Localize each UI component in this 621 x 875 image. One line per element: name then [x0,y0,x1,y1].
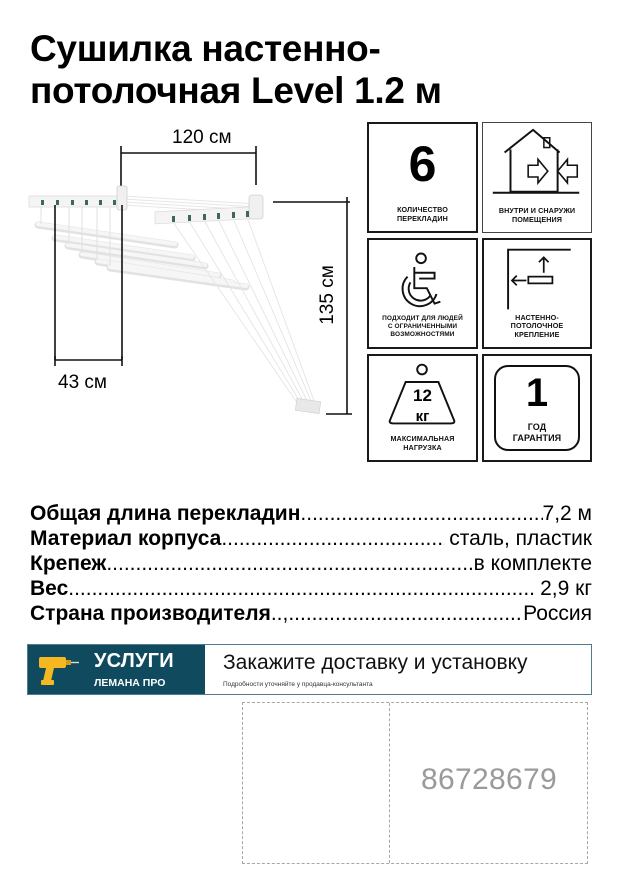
depth-dimension-label: 43 см [58,372,107,393]
spec-row-country: Страна производителя .., Россия [30,601,592,626]
feature-indoor-outdoor: ВНУТРИ И СНАРУЖИ ПОМЕЩЕНИЯ [482,122,592,233]
spec-value: в комплекте [473,552,592,575]
spec-label: Материал корпуса [30,527,222,550]
feature-caption: ВНУТРИ И СНАРУЖИ ПОМЕЩЕНИЯ [498,206,576,224]
service-brand-title: УСЛУГИ [94,650,174,672]
spec-label-suffix: .., [270,602,289,625]
price-tag-area: 86728679 [242,702,588,864]
article-code: 86728679 [421,763,557,796]
max-load-unit: кг [415,408,430,425]
product-title-line-2: потолочная Level 1.2 м [30,70,442,111]
feature-grid: 6 КОЛИЧЕСТВО ПЕРЕКЛАДИН ВНУТРИ И СНАРУЖИ… [367,122,621,464]
price-tag-divider [389,703,390,863]
wall-ceiling-mount-icon [507,248,571,310]
service-banner[interactable]: УСЛУГИ ЛЕМАНА ПРО Закажите доставку и ус… [27,644,592,695]
warranty-years-value: 1 [525,371,549,415]
spec-row-fasteners: Крепеж в комплекте [30,551,592,576]
service-text-block: Закажите доставку и установку Подробност… [205,645,591,694]
leader-dots [68,576,534,601]
house-arrows-icon [492,128,580,194]
feature-accessible: ПОДХОДИТ ДЛЯ ЛЮДЕЙ С ОГРАНИЧЕННЫМИ ВОЗМО… [367,238,478,349]
service-headline: Закажите доставку и установку [223,651,528,674]
spec-label: Крепеж [30,552,107,575]
drying-rack-illustration [28,146,352,415]
product-title: Сушилка настенно- потолочная Level 1.2 м [30,28,590,112]
height-dimension-label: 135 см [316,265,338,325]
service-note: Подробности уточняйте у продавца-консуль… [223,681,373,688]
leader-dots [221,526,445,551]
spec-row-weight: Вес 2,9 кг [30,576,592,601]
feature-caption: НАСТЕННО- ПОТОЛОЧНОЕ КРЕПЛЕНИЕ [510,312,564,339]
service-brand-subtitle: ЛЕМАНА ПРО [94,677,166,689]
feature-bars-count: 6 КОЛИЧЕСТВО ПЕРЕКЛАДИН [367,122,478,233]
spec-value: Россия [523,602,592,625]
feature-warranty: 1 ГОД ГАРАНТИЯ [482,354,592,462]
product-figure: 120 см 43 см 135 см [0,120,365,440]
max-load-value: 12 [413,386,432,405]
feature-mounting: НАСТЕННО- ПОТОЛОЧНОЕ КРЕПЛЕНИЕ [482,238,592,349]
width-dimension-label: 120 см [172,127,232,148]
spec-label: Общая длина перекладин [30,502,301,525]
service-brand-block: УСЛУГИ ЛЕМАНА ПРО [28,645,205,694]
feature-caption: ГОД ГАРАНТИЯ [512,422,562,443]
spec-value: 7,2 м [542,502,592,525]
weight-icon [388,363,456,425]
specs-list: Общая длина перекладин 7,2 м Материал ко… [30,501,592,626]
leader-dots [106,551,473,576]
drill-icon [39,657,79,685]
warranty-badge-frame [494,365,580,451]
feature-max-load: 12 кг МАКСИМАЛЬНАЯ НАГРУЗКА [367,354,478,462]
wheelchair-icon [401,252,441,308]
product-title-line-1: Сушилка настенно- [30,28,381,69]
leader-dots [300,501,542,526]
feature-caption: МАКСИМАЛЬНАЯ НАГРУЗКА [390,434,455,452]
spec-value: сталь, пластик [449,527,592,550]
leader-dots [288,601,523,626]
spec-label: Страна производителя [30,602,271,625]
spec-value: 2,9 кг [540,577,592,600]
feature-caption: ПОДХОДИТ ДЛЯ ЛЮДЕЙ С ОГРАНИЧЕННЫМИ ВОЗМО… [382,315,463,338]
spec-row-bar-length: Общая длина перекладин 7,2 м [30,501,592,526]
spec-label: Вес [30,577,69,600]
feature-caption: КОЛИЧЕСТВО ПЕРЕКЛАДИН [397,205,448,223]
spec-row-body-material: Материал корпуса сталь, пластик [30,526,592,551]
bars-count-value: 6 [408,136,437,192]
